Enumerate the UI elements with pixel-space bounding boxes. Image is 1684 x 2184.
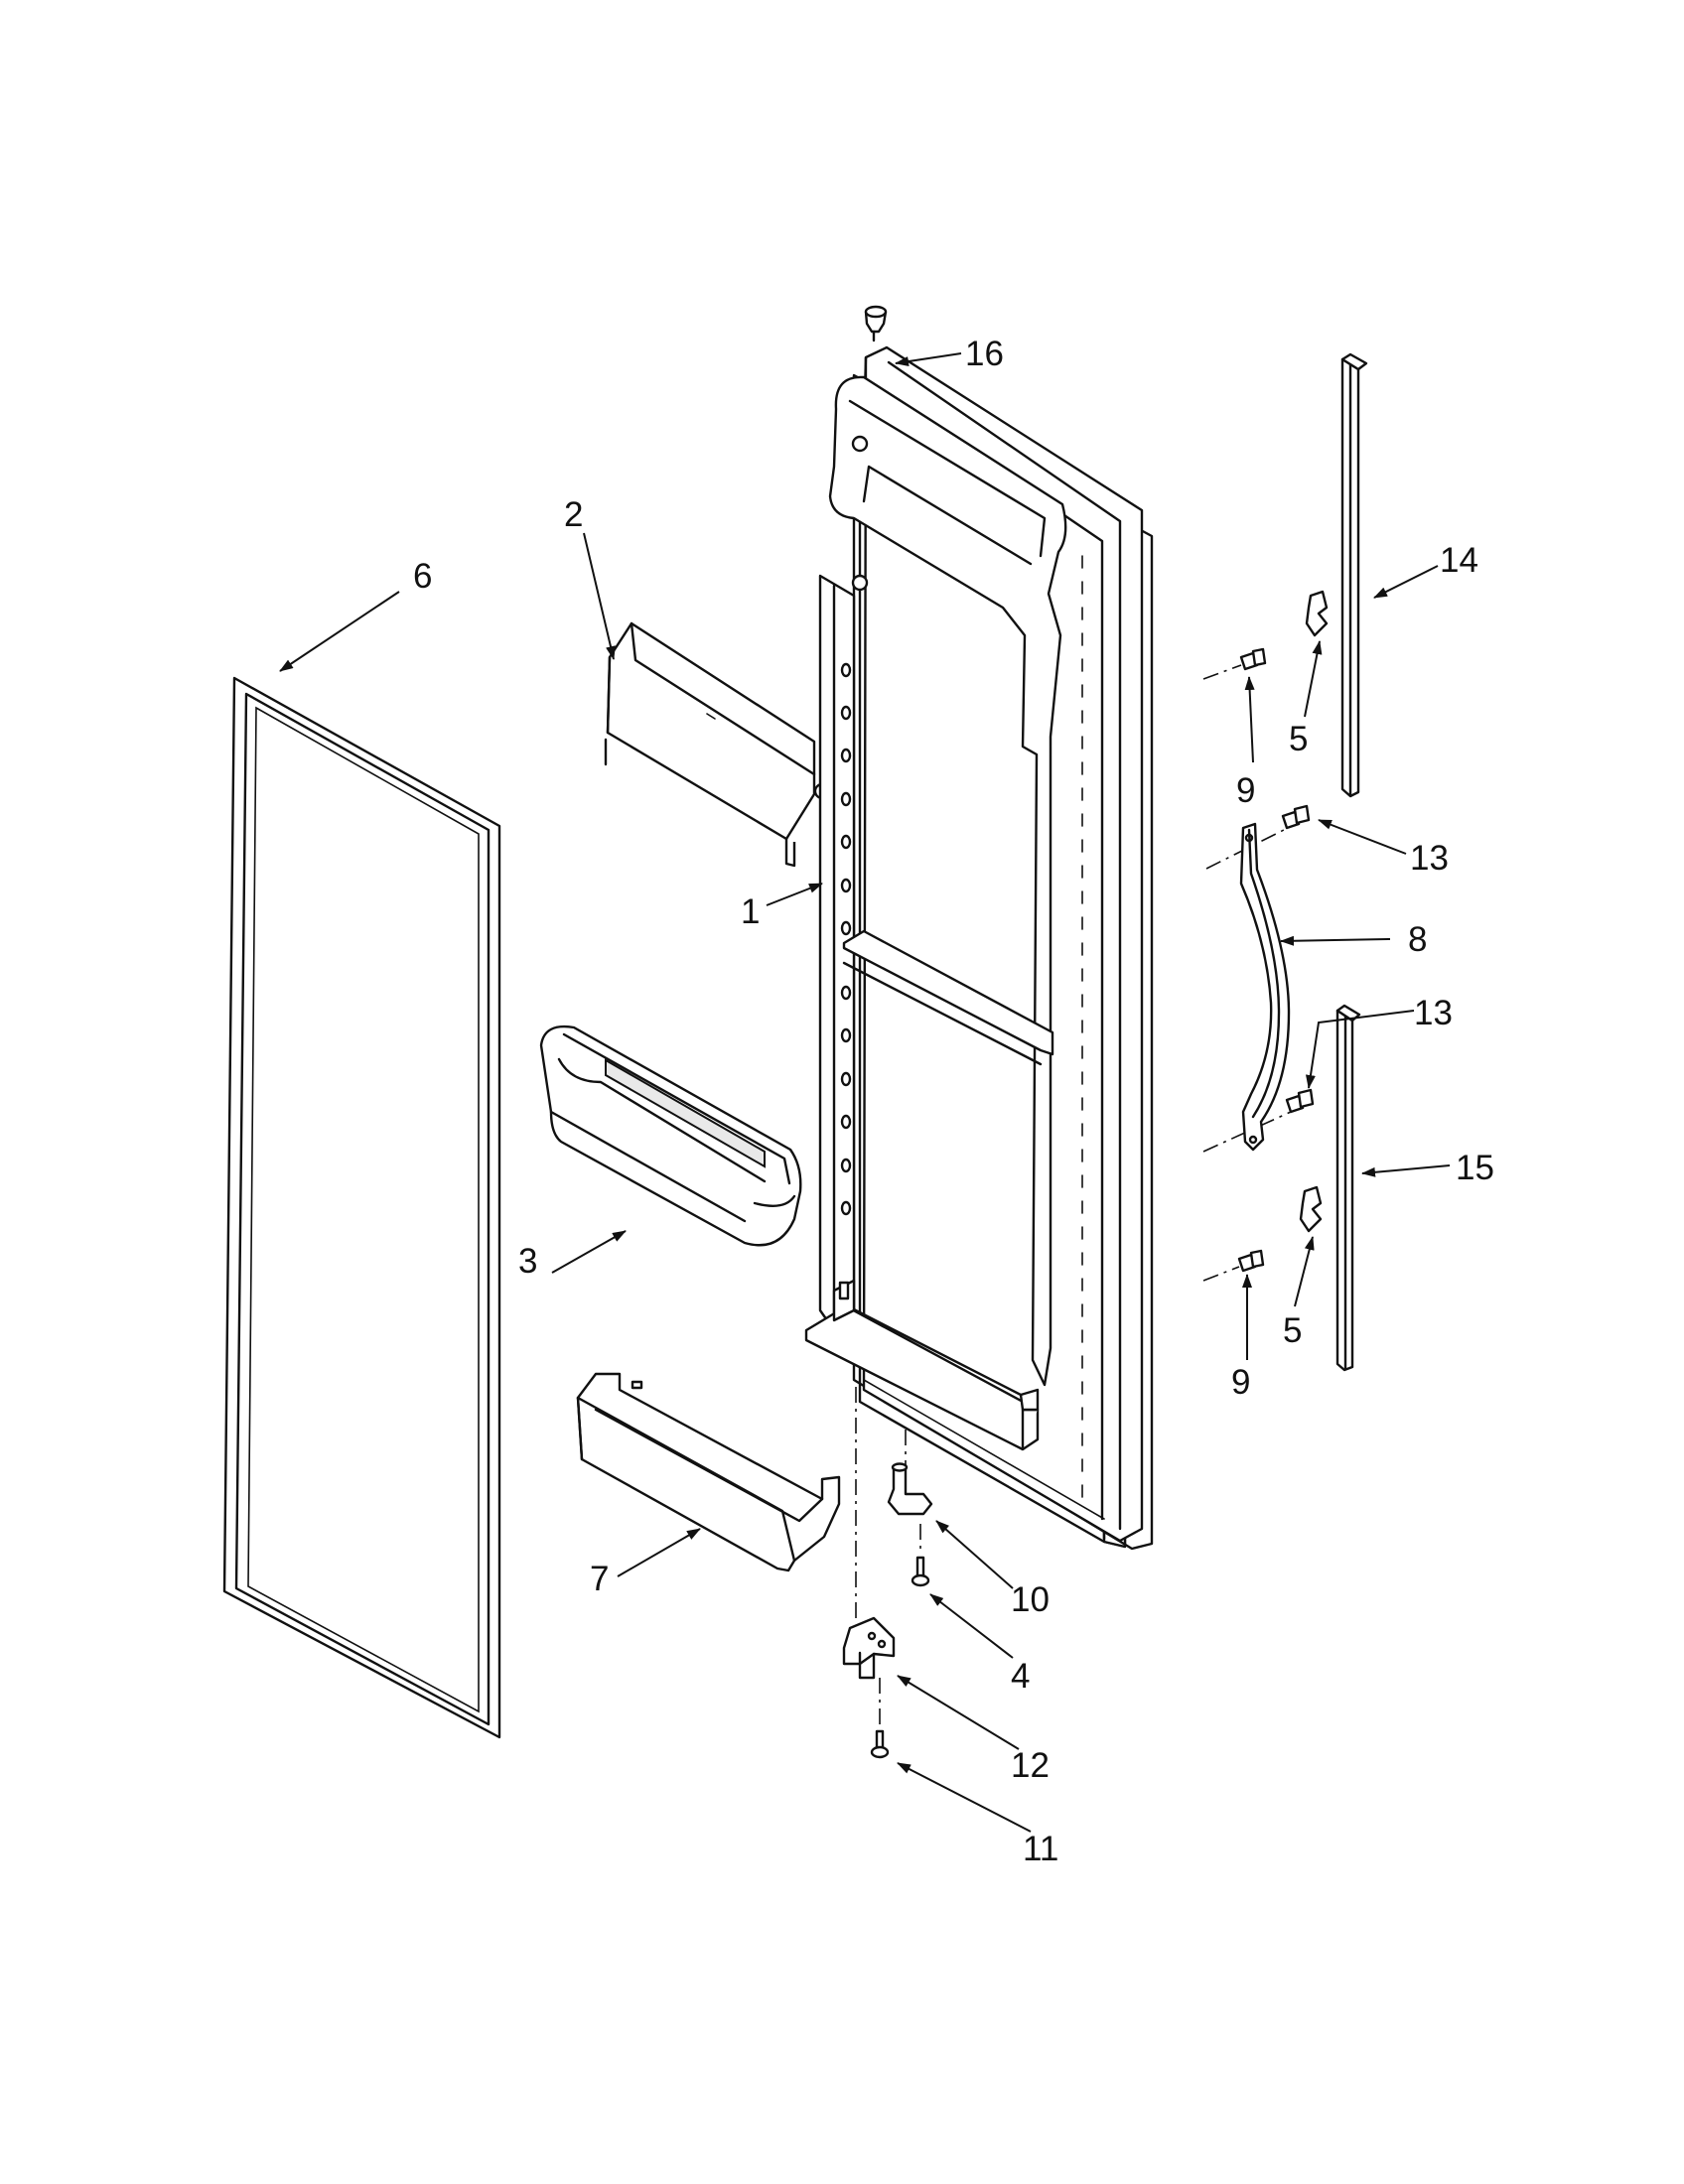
callout-7: 7 (590, 1560, 609, 1598)
callout-5-lower: 5 (1283, 1311, 1302, 1350)
callout-9-upper: 9 (1236, 771, 1255, 810)
clip-lower (1299, 1185, 1323, 1233)
hinge-plate (842, 1616, 896, 1680)
screw-9-upper (1202, 647, 1267, 680)
callout-4: 4 (1011, 1657, 1030, 1696)
door-gasket (222, 676, 501, 1739)
callout-16: 16 (965, 335, 1004, 373)
callout-1: 1 (741, 892, 760, 931)
screw-9-lower (1202, 1249, 1265, 1282)
callout-8: 8 (1408, 920, 1427, 959)
door-bin (539, 1024, 802, 1247)
door-liner (804, 345, 1154, 1551)
callout-15: 15 (1456, 1149, 1494, 1187)
callout-6: 6 (413, 557, 432, 596)
trim-strip-upper (1340, 352, 1368, 798)
dairy-door (604, 621, 831, 868)
adjustment-holes (840, 662, 852, 1216)
screw-4 (911, 1556, 930, 1587)
callout-13-lower: 13 (1414, 994, 1453, 1032)
callout-labels: 16 6 2 1 3 7 10 4 12 11 14 5 9 13 8 13 1… (413, 335, 1494, 1868)
callout-5-upper: 5 (1289, 720, 1308, 758)
callout-9-lower: 9 (1231, 1363, 1250, 1402)
leader-arrows (279, 352, 1451, 1833)
callout-2: 2 (564, 495, 583, 534)
callout-10: 10 (1011, 1580, 1050, 1619)
top-plug (864, 305, 888, 342)
hinge-axis-lines (855, 1387, 921, 1729)
callout-11: 11 (1023, 1830, 1058, 1868)
callout-14: 14 (1440, 541, 1478, 580)
callout-13-upper: 13 (1410, 839, 1449, 878)
trim-strip-lower (1335, 1004, 1361, 1372)
callout-12: 12 (1011, 1746, 1050, 1785)
screw-11 (870, 1729, 890, 1759)
hinge-pin-bracket (887, 1462, 933, 1516)
clip-upper (1305, 590, 1329, 637)
callout-3: 3 (518, 1242, 537, 1281)
door-handle (1239, 822, 1291, 1152)
screw-13-lower (1202, 1088, 1315, 1153)
door-shelf-rail (576, 1372, 841, 1572)
